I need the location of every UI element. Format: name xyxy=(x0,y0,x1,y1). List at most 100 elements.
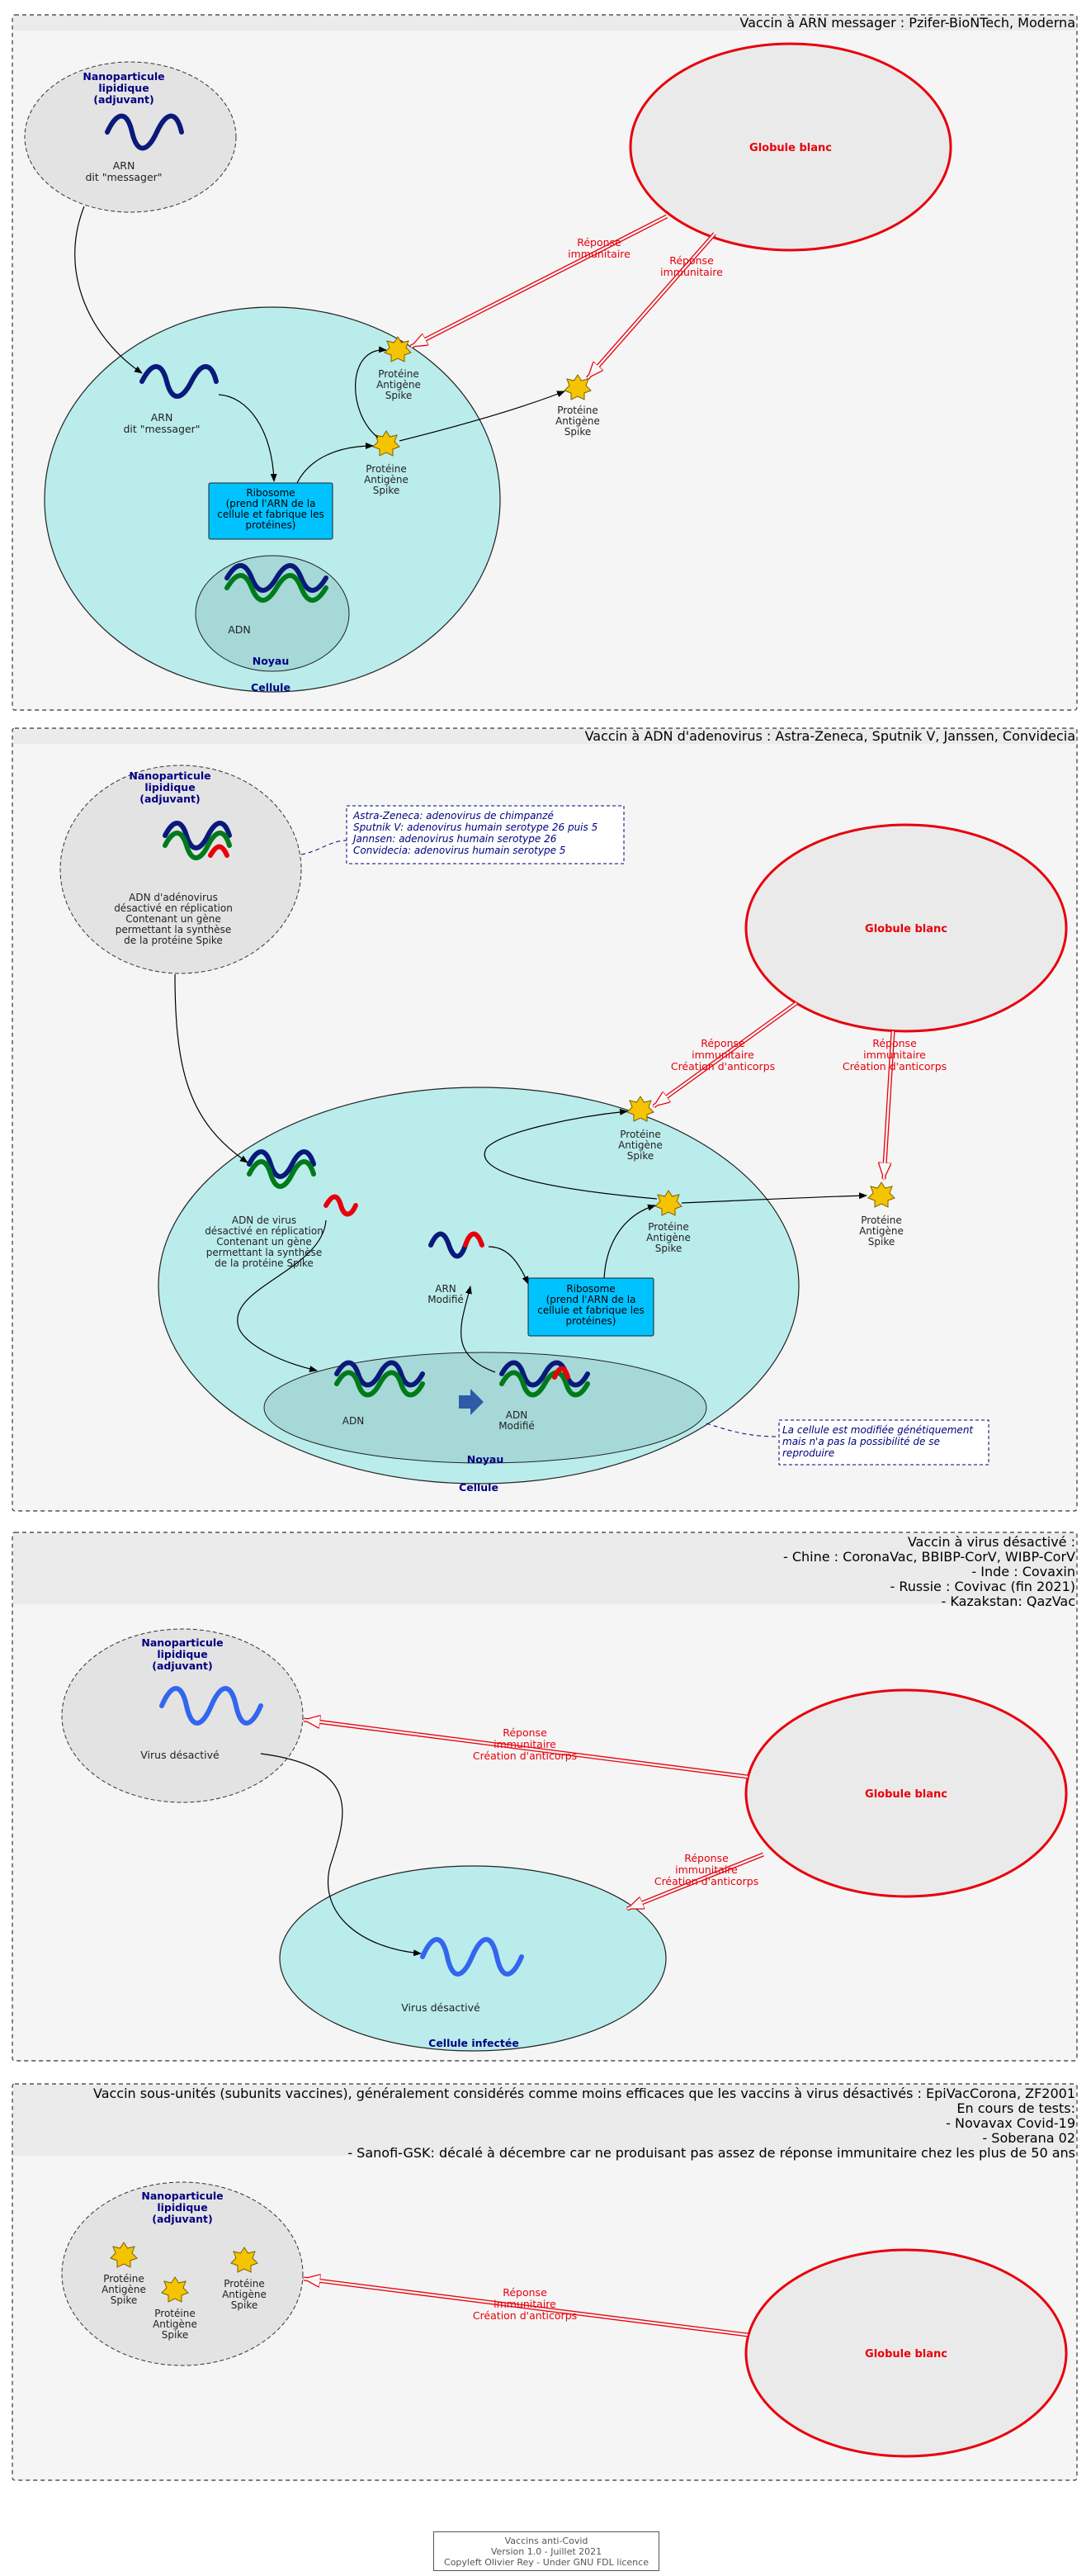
spike-protein-label: Spike xyxy=(111,2294,137,2306)
virus-icon xyxy=(159,1686,263,1726)
virus-label: Virus désactivé xyxy=(401,2001,480,2014)
dna-label: ADN xyxy=(228,623,251,636)
cell-label: Cellule infectée xyxy=(428,2037,519,2049)
adenovirus-dna-icon xyxy=(163,831,232,860)
dna-label: ADN xyxy=(342,1415,364,1427)
adenovirus-label: ADN d'adénovirus xyxy=(129,892,218,903)
arn-strand-icon xyxy=(139,364,219,399)
ribosome-label: protéines) xyxy=(246,519,296,531)
immune-response-label: Réponse xyxy=(503,2286,547,2299)
spike-protein-label: Antigène xyxy=(376,379,421,391)
immune-response-label: immunitaire xyxy=(494,1738,556,1750)
nucleus-label: Noyau xyxy=(253,655,290,667)
spike-gene-icon xyxy=(552,1366,570,1380)
arn-label: dit "messager" xyxy=(123,423,200,435)
spike-protein-label: Spike xyxy=(868,1236,895,1248)
note-line: reproduire xyxy=(782,1447,834,1459)
section-subunit-vaccine: Vaccin sous-unités (subunits vaccines), … xyxy=(12,2083,1078,2481)
virus-dna-label: Contenant un gène xyxy=(216,1236,312,1248)
section-inactivated-virus-vaccine: Vaccin à virus désactivé : - Chine : Cor… xyxy=(12,1532,1078,2062)
ribosome-label: Ribosome xyxy=(566,1283,615,1295)
spike-protein-label: Protéine xyxy=(861,1215,901,1226)
spike-protein-label: Spike xyxy=(162,2329,188,2341)
section-adenovirus-vaccine: Vaccin à ADN d'adenovirus : Astra-Zeneca… xyxy=(12,727,1078,1512)
section-header xyxy=(13,2085,1076,2156)
flow-arrow xyxy=(260,1753,422,1957)
flow-arrow xyxy=(460,1286,496,1373)
spike-protein-label: Protéine xyxy=(366,463,406,475)
dna-strand-icon xyxy=(224,563,328,593)
flow-arrow xyxy=(174,973,248,1163)
spike-protein-label: Protéine xyxy=(620,1129,660,1140)
flow-arrow xyxy=(296,443,374,484)
cell-label: Cellule xyxy=(459,1481,498,1494)
white-blood-cell xyxy=(629,42,952,252)
immune-response-label: Réponse xyxy=(684,1852,729,1864)
virus-label: Virus désactivé xyxy=(140,1749,220,1761)
ribosome-box xyxy=(208,482,333,540)
white-blood-cell-label: Globule blanc xyxy=(865,2348,947,2361)
immune-response-arrow xyxy=(626,1853,764,1911)
nanoparticle-title: (adjuvant) xyxy=(152,2213,212,2225)
ribosome-box xyxy=(527,1277,654,1337)
nanoparticle-title: (adjuvant) xyxy=(152,1660,212,1672)
white-blood-cell-label: Globule blanc xyxy=(865,923,947,935)
note-line: mais n'a pas la possibilité de se xyxy=(782,1436,940,1447)
note-connector xyxy=(300,840,347,855)
spike-protein-label: Antigène xyxy=(153,2318,197,2330)
nanoparticle-title: (adjuvant) xyxy=(139,793,200,805)
section-header xyxy=(13,729,1076,744)
spike-protein-label: Spike xyxy=(655,1243,682,1254)
nucleus xyxy=(195,555,350,672)
immune-response-label: immunitaire xyxy=(692,1049,754,1061)
immune-response-label: Création d'anticorps xyxy=(654,1875,758,1887)
spike-protein-label: Protéine xyxy=(224,2278,264,2290)
immune-response-label: Création d'anticorps xyxy=(843,1060,947,1073)
flow-arrow xyxy=(355,346,387,438)
immune-response-label: Création d'anticorps xyxy=(671,1060,775,1073)
spike-protein-label: Protéine xyxy=(557,405,597,416)
adenovirus-dna-icon xyxy=(247,1149,316,1179)
spike-protein-label: Antigène xyxy=(646,1232,691,1243)
spike-protein-label: Protéine xyxy=(154,2308,195,2319)
adenovirus-label: désactivé en réplication xyxy=(114,902,233,914)
immune-response-arrow xyxy=(653,1002,797,1107)
nanoparticle-title: Nanoparticule xyxy=(141,2190,223,2202)
modified-dna-icon xyxy=(499,1360,590,1388)
note-line: Convidecia: adenovirus humain serotype 5 xyxy=(353,845,565,856)
arn-label: ARN xyxy=(151,411,173,424)
immune-response-arrow xyxy=(303,1718,749,1778)
virus-dna-label: permettant la synthèse xyxy=(206,1247,322,1258)
spike-protein-label: Antigène xyxy=(618,1139,663,1151)
flow-arrow xyxy=(681,1192,867,1204)
spike-protein-label: Antigène xyxy=(555,415,600,427)
ribosome-label: cellule et fabrique les xyxy=(537,1305,645,1316)
dna-strand-icon xyxy=(224,573,328,603)
arn-label: ARN xyxy=(113,159,135,172)
spike-protein-label: Spike xyxy=(373,485,399,496)
spike-gene-icon xyxy=(208,844,229,858)
dna-strand-icon xyxy=(334,1360,425,1388)
section-header xyxy=(13,16,1076,31)
immune-response-arrow xyxy=(587,233,716,379)
nucleus xyxy=(263,1352,707,1464)
spike-protein-label: Protéine xyxy=(648,1221,688,1233)
virus-dna-label: ADN de virus xyxy=(232,1215,296,1226)
cell-label: Cellule xyxy=(251,681,290,694)
modified-arn-label: ARN xyxy=(435,1283,456,1295)
virus-dna-label: de la protéine Spike xyxy=(215,1257,314,1269)
note-line: La cellule est modifiée génétiquement xyxy=(782,1424,974,1436)
adenovirus-label: Contenant un gène xyxy=(125,913,221,925)
immune-response-label: Réponse xyxy=(503,1726,547,1739)
adenovirus-label: permettant la synthèse xyxy=(116,924,231,935)
section-title: - Russie : Covivac (fin 2021) xyxy=(890,1579,1075,1594)
section-title: - Soberana 02 xyxy=(982,2130,1075,2146)
immune-response-label: Création d'anticorps xyxy=(473,2309,577,2322)
spike-protein-label: Spike xyxy=(385,390,412,401)
virus-icon xyxy=(420,1937,524,1977)
spike-protein-label: Protéine xyxy=(103,2273,144,2285)
white-blood-cell xyxy=(744,2248,1068,2458)
spike-protein-label: Spike xyxy=(627,1150,654,1162)
modified-arn-label: Modifié xyxy=(427,1294,464,1305)
